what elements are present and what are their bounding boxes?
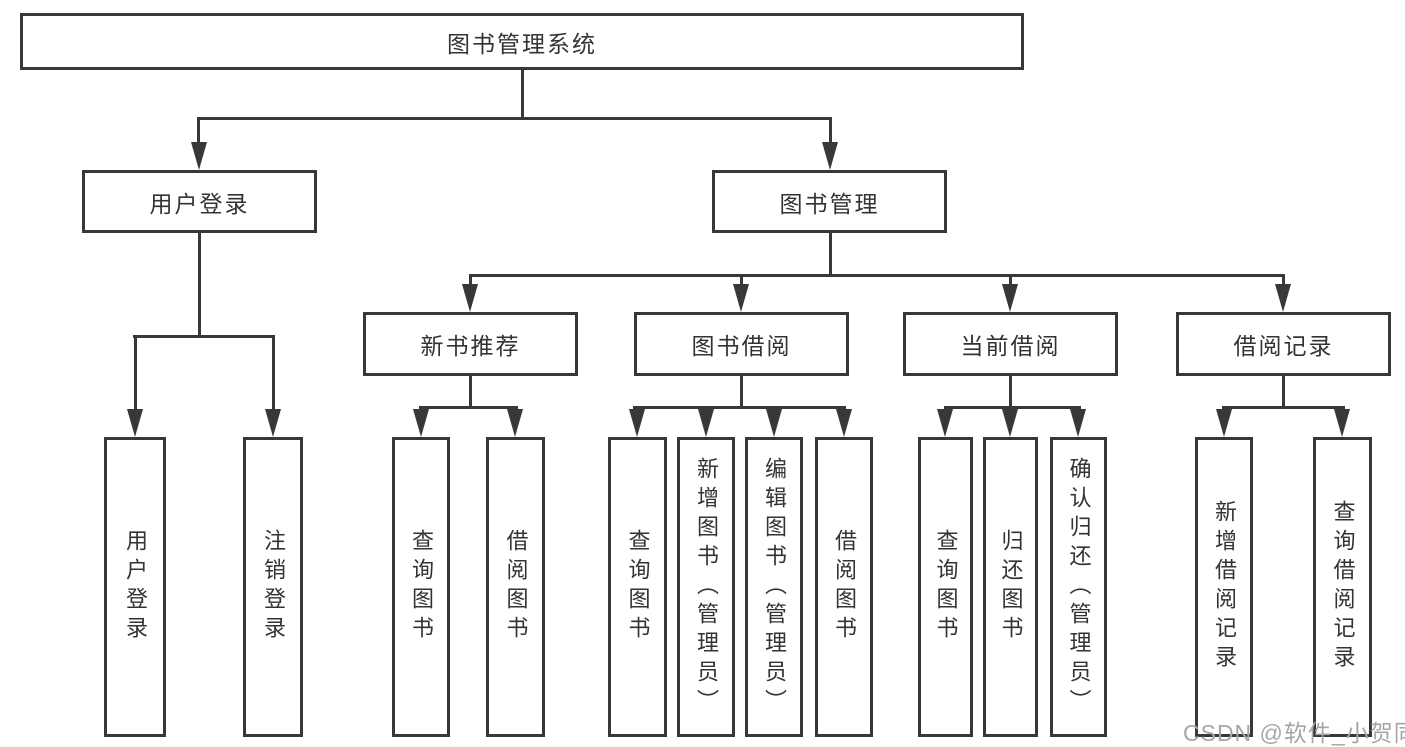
node-current-borrowing-label: 当前借阅 — [960, 333, 1061, 359]
arrowhead-recommend-borrow — [507, 409, 523, 437]
arrowhead-borrowing-edit — [766, 409, 782, 437]
connector-recommend-rail — [419, 406, 518, 409]
connector-current-stem — [1009, 376, 1012, 408]
connector-book-mgmt-stem — [829, 233, 832, 277]
leaf-label: 归还图书 — [998, 529, 1024, 645]
node-leaf-query-borrow-record: 查询借阅记录 — [1313, 437, 1372, 737]
node-new-book-recommend-label: 新书推荐 — [420, 333, 521, 359]
connector-user-login-stem — [198, 233, 201, 338]
arrowhead-current — [1002, 284, 1018, 312]
arrowhead-records-query — [1334, 409, 1350, 437]
connector-current-rail — [944, 406, 1081, 409]
arrowhead-borrowing-query — [629, 409, 645, 437]
leaf-label: 用户登录 — [123, 529, 148, 645]
leaf-label: 查询图书 — [625, 529, 651, 645]
connector-recommend-stem — [469, 376, 472, 408]
node-borrowing-records-label: 借阅记录 — [1233, 333, 1334, 359]
leaf-label: 查询图书 — [933, 529, 959, 645]
node-borrowing-records: 借阅记录 — [1176, 312, 1391, 376]
connector-records-rail — [1222, 406, 1345, 409]
node-library-system: 图书管理系统 — [20, 13, 1024, 70]
node-leaf-current-query-books: 查询图书 — [918, 437, 973, 737]
node-leaf-logout: 注销登录 — [243, 437, 303, 737]
arrowhead-borrowing-borrow — [836, 409, 852, 437]
connector-login-drop — [134, 335, 137, 411]
arrowhead-current-return — [1002, 409, 1018, 437]
connector-current-drop — [1009, 274, 1012, 286]
arrowhead-login — [127, 409, 143, 437]
node-leaf-recommend-borrow-books: 借阅图书 — [486, 437, 545, 737]
connector-root-stem — [521, 70, 524, 118]
node-book-borrowing-label: 图书借阅 — [691, 333, 792, 359]
connector-level2-rail — [197, 117, 832, 120]
node-leaf-add-borrow-record: 新增借阅记录 — [1195, 437, 1253, 737]
node-leaf-borrow-books: 借阅图书 — [815, 437, 873, 737]
node-leaf-borrowing-query-books: 查询图书 — [608, 437, 667, 737]
node-book-borrowing: 图书借阅 — [634, 312, 849, 376]
leaf-label: 查询借阅记录 — [1330, 500, 1356, 674]
node-new-book-recommend: 新书推荐 — [363, 312, 578, 376]
leaf-label: 查询图书 — [409, 529, 434, 645]
arrowhead-logout — [265, 409, 281, 437]
node-leaf-edit-books-admin: 编辑图书（管理员） — [745, 437, 803, 737]
leaf-label: 编辑图书（管理员） — [762, 456, 787, 718]
arrowhead-borrowing — [733, 284, 749, 312]
arrowhead-recommend-query — [413, 409, 429, 437]
leaf-label: 新增借阅记录 — [1212, 500, 1237, 674]
arrowhead-current-confirm — [1070, 409, 1086, 437]
arrowhead-user-login — [191, 142, 207, 170]
connector-logout-drop — [272, 335, 275, 411]
connector-level3-rail — [469, 274, 1285, 277]
arrowhead-records-add — [1216, 409, 1232, 437]
arrowhead-book-mgmt — [822, 142, 838, 170]
leaf-label: 确认归还（管理员） — [1066, 456, 1092, 718]
connector-recommend-drop — [469, 274, 472, 286]
arrowhead-recommend — [462, 284, 478, 312]
node-library-system-label: 图书管理系统 — [447, 30, 597, 57]
leaf-label: 借阅图书 — [503, 529, 529, 645]
node-current-borrowing: 当前借阅 — [903, 312, 1118, 376]
connector-user-login-rail — [133, 335, 275, 338]
csdn-watermark: CSDN @软件_小贺同学 — [1183, 720, 1405, 746]
node-user-login: 用户登录 — [82, 170, 317, 233]
node-leaf-add-books-admin: 新增图书（管理员） — [677, 437, 735, 737]
node-leaf-return-books: 归还图书 — [983, 437, 1038, 737]
connector-book-mgmt-drop — [829, 117, 832, 144]
connector-records-stem — [1282, 376, 1285, 408]
node-book-management-label: 图书管理 — [779, 190, 880, 217]
leaf-label: 借阅图书 — [832, 529, 857, 645]
node-user-login-label: 用户登录 — [149, 190, 250, 217]
connector-user-login-drop — [197, 117, 200, 144]
leaf-label: 注销登录 — [261, 529, 286, 645]
arrowhead-current-query — [937, 409, 953, 437]
connector-records-drop — [1282, 274, 1285, 286]
connector-borrowing-stem — [740, 376, 743, 408]
node-leaf-recommend-query-books: 查询图书 — [392, 437, 450, 737]
arrowhead-borrowing-add — [698, 409, 714, 437]
leaf-label: 新增图书（管理员） — [694, 456, 719, 718]
arrowhead-records — [1275, 284, 1291, 312]
connector-borrowing-rail — [633, 406, 846, 409]
node-leaf-confirm-return-admin: 确认归还（管理员） — [1050, 437, 1107, 737]
connector-borrowing-drop — [740, 274, 743, 286]
node-book-management: 图书管理 — [712, 170, 947, 233]
node-leaf-user-login: 用户登录 — [104, 437, 166, 737]
